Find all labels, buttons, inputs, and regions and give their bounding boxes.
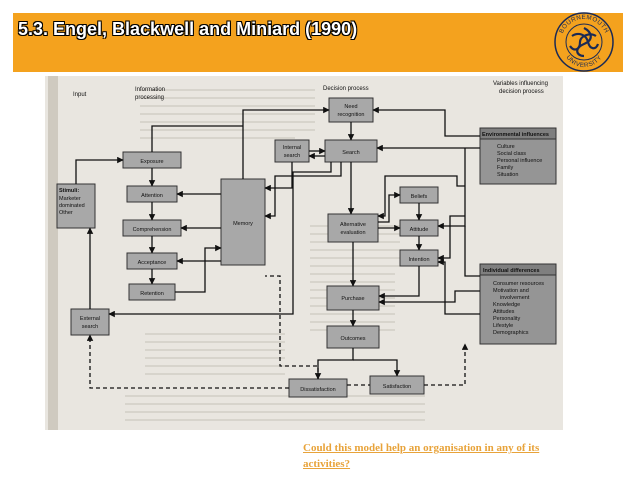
environmental-item-5: Situation [497, 172, 518, 178]
need-recognition-line-2: recognition [338, 112, 365, 118]
environmental-item-4: Family [497, 165, 513, 171]
ebm-model-diagram: Input Information processing Decision pr… [48, 76, 557, 430]
header-input: Input [73, 92, 87, 98]
purchase-box: Purchase [326, 285, 380, 311]
stimuli-title: Stimuli: [59, 188, 79, 194]
flow-arrows [75, 106, 480, 389]
retention-label: Retention [140, 291, 164, 297]
header-decision-process: Decision process [323, 86, 369, 92]
memory-box: Memory [220, 178, 266, 266]
header-variables-1: Variables influencing [493, 81, 548, 87]
individual-title: Individual differences [483, 268, 540, 274]
comprehension-label: Comprehension [133, 227, 172, 233]
environmental-influences-box: Environmental influences Culture Social … [479, 127, 557, 185]
external-search-box: External search [70, 308, 110, 336]
environmental-title: Environmental influences [482, 132, 549, 138]
purchase-label: Purchase [341, 296, 364, 302]
individual-item-2: Motivation and [493, 288, 529, 294]
individual-item-8: Demographics [493, 330, 529, 336]
title-bar [13, 13, 623, 72]
university-logo: BOURNEMOUTH UNIVERSITY [554, 12, 614, 72]
alt-eval-line-1: Alternative [340, 222, 366, 228]
beliefs-box: Beliefs [399, 186, 439, 204]
acceptance-box: Acceptance [126, 252, 178, 270]
need-recognition-line-1: Need [344, 104, 357, 110]
individual-item-6: Personality [493, 316, 520, 322]
internal-search-line-2: search [284, 153, 301, 159]
environmental-item-2: Social class [497, 151, 526, 157]
individual-item-5: Attitudes [493, 309, 515, 315]
attitude-box: Attitude [399, 219, 439, 237]
individual-item-4: Knowledge [493, 302, 520, 308]
comprehension-box: Comprehension [122, 219, 182, 237]
individual-differences-box: Individual differences Consumer resource… [479, 263, 557, 345]
dissatisfaction-label: Dissatisfaction [300, 387, 335, 393]
acceptance-label: Acceptance [138, 260, 167, 266]
slide-title: 5.3. Engel, Blackwell and Miniard (1990) [18, 19, 358, 39]
environmental-item-3: Personal influence [497, 158, 542, 164]
outcomes-label: Outcomes [340, 336, 365, 342]
alternative-evaluation-box: Alternative evaluation [327, 213, 379, 243]
retention-box: Retention [128, 283, 176, 301]
internal-search-box: Internal search [274, 139, 310, 163]
model-scan: Input Information processing Decision pr… [45, 76, 563, 430]
dissatisfaction-box: Dissatisfaction [288, 378, 348, 398]
header-info-processing-2: processing [135, 95, 164, 101]
memory-label: Memory [233, 221, 253, 227]
external-search-line-2: search [82, 324, 99, 330]
external-search-line-1: External [80, 316, 100, 322]
alt-eval-line-2: evaluation [340, 230, 365, 236]
attention-label: Attention [141, 193, 163, 199]
page-text-texture [48, 76, 425, 430]
outcomes-box: Outcomes [326, 325, 380, 349]
search-label: Search [342, 150, 359, 156]
individual-item-7: Lifestyle [493, 323, 513, 329]
stimuli-line-2: dominated [59, 203, 85, 209]
need-recognition-box: Need recognition [328, 97, 374, 123]
environmental-item-1: Culture [497, 144, 515, 150]
intention-box: Intention [399, 249, 439, 267]
attitude-label: Attitude [410, 227, 429, 233]
satisfaction-label: Satisfaction [383, 384, 411, 390]
internal-search-line-1: Internal [283, 145, 301, 151]
individual-item-1: Consumer resources [493, 281, 544, 287]
knot-icon [569, 27, 600, 58]
satisfaction-box: Satisfaction [369, 375, 425, 395]
attention-box: Attention [126, 185, 178, 203]
search-box: Search [324, 139, 378, 163]
individual-item-3: involvement [500, 295, 530, 301]
beliefs-label: Beliefs [411, 194, 428, 200]
exposure-box: Exposure [122, 151, 182, 169]
intention-label: Intention [408, 257, 429, 263]
discussion-question: Could this model help an organisation in… [303, 442, 540, 470]
stimuli-line-1: Marketer [59, 196, 81, 202]
stimuli-line-3: Other [59, 210, 73, 216]
header-info-processing-1: Information [135, 87, 165, 93]
stimuli-box: Stimuli: Marketer dominated Other [56, 183, 96, 229]
header-variables-2: decision process [499, 89, 544, 95]
exposure-label: Exposure [140, 159, 163, 165]
